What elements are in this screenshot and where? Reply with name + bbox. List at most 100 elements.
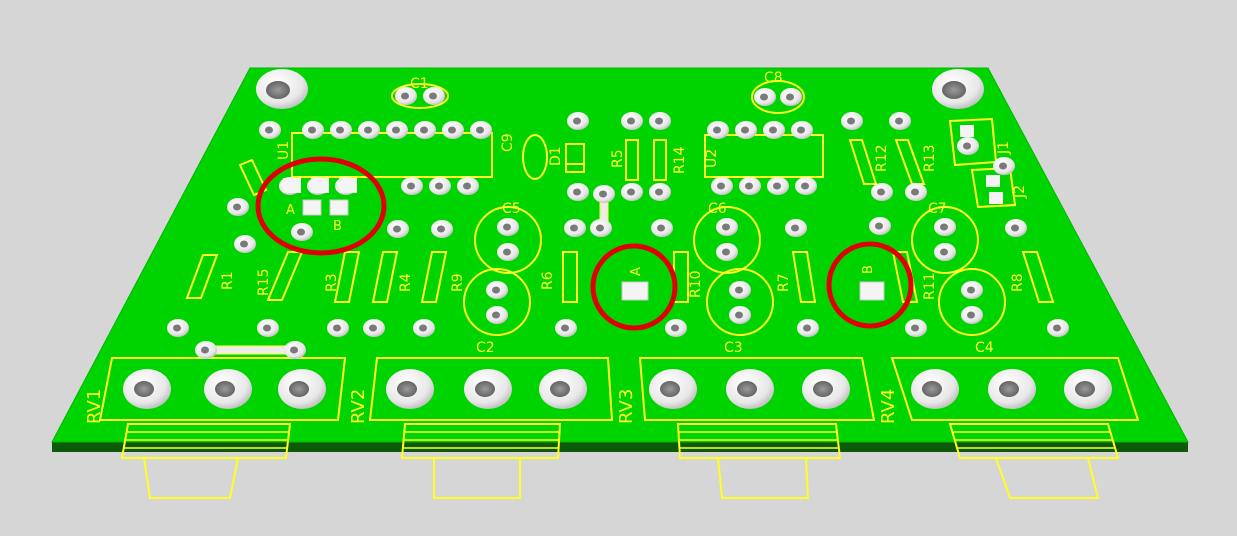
label-r10: R10: [688, 270, 704, 298]
label-r1: R1: [220, 271, 236, 290]
highlight-circles: [255, 156, 914, 331]
pad-hole: [735, 311, 743, 319]
pot-pad-hole: [660, 381, 680, 397]
pad-hole: [722, 248, 730, 256]
pad-hole: [240, 240, 248, 248]
silkscreen-outlines: [98, 80, 1140, 499]
pad-label-b-left: B: [333, 219, 342, 234]
pad-hole: [999, 162, 1007, 170]
label-c1: C1: [410, 76, 429, 92]
pot-labels: RV1 RV2 RV3 RV4: [84, 389, 899, 424]
label-rv1: RV1: [84, 389, 105, 424]
highlight-ab-left: [255, 156, 387, 256]
label-r3: R3: [324, 273, 340, 292]
pad-hole: [735, 286, 743, 294]
pad-hole: [967, 286, 975, 294]
pad-hole: [895, 117, 903, 125]
through-hole-pads: [167, 87, 1069, 359]
pad-hole: [940, 248, 948, 256]
pad-hole: [233, 203, 241, 211]
pad-hole: [420, 126, 428, 134]
pad-hole: [336, 126, 344, 134]
label-j1: J1: [996, 141, 1012, 155]
label-c3: C3: [724, 340, 743, 356]
pad-label-b-right: B: [861, 265, 876, 274]
pot-pad-hole: [289, 381, 309, 397]
pad-label-a-center: A: [629, 267, 644, 276]
pad-hole: [476, 126, 484, 134]
component-labels: C1 C8 C9 D1 R5 R14 U2 U1 R12 R13 J1 J2 C…: [220, 70, 1028, 356]
highlight-b-right: [826, 241, 914, 329]
label-j2: J2: [1012, 185, 1028, 199]
square-pad: [311, 178, 329, 193]
pot-shaft-ribs: [124, 431, 1115, 449]
pad-hole: [419, 324, 427, 332]
pad-hole: [963, 142, 971, 150]
label-rv4: RV4: [878, 389, 899, 424]
pad-hole: [570, 224, 578, 232]
pad-hole: [713, 126, 721, 134]
pad-hole: [791, 224, 799, 232]
pad-hole: [503, 223, 511, 231]
pad-hole: [741, 126, 749, 134]
pad-hole: [671, 324, 679, 332]
pad-hole: [877, 188, 885, 196]
pad-hole: [657, 224, 665, 232]
label-rv3: RV3: [616, 389, 637, 424]
pad-hole: [722, 223, 730, 231]
label-r6: R6: [540, 271, 556, 290]
label-r11: R11: [922, 272, 938, 300]
pot-pad-hole: [999, 381, 1019, 397]
pad-hole: [448, 126, 456, 134]
pot-pad-hole: [922, 381, 942, 397]
pad-hole: [745, 182, 753, 190]
pot-pad-hole: [475, 381, 495, 397]
label-c2: C2: [476, 340, 495, 356]
pad-hole: [911, 188, 919, 196]
pad-hole: [463, 182, 471, 190]
label-r13: R13: [922, 144, 938, 172]
square-pads: [302, 125, 1003, 301]
pad-hole: [173, 324, 181, 332]
pad-hole: [429, 92, 437, 100]
label-r7: R7: [776, 273, 792, 292]
pad-hole: [290, 346, 298, 354]
pad-hole: [847, 117, 855, 125]
mounting-holes: [256, 69, 984, 109]
pad-hole: [786, 93, 794, 101]
pad-hole: [803, 324, 811, 332]
square-pad: [283, 178, 301, 193]
label-c9: C9: [500, 133, 516, 152]
pad-hole: [655, 117, 663, 125]
pad-hole: [627, 117, 635, 125]
pad-hole: [801, 182, 809, 190]
pad-hole: [596, 224, 604, 232]
pot-pad-hole: [134, 381, 154, 397]
pad-hole: [717, 182, 725, 190]
label-u1: U1: [276, 141, 292, 160]
pad-hole: [263, 324, 271, 332]
label-r14: R14: [672, 146, 688, 174]
pad-hole: [1011, 224, 1019, 232]
pad-hole: [773, 182, 781, 190]
pad-hole: [573, 117, 581, 125]
label-c4: C4: [975, 340, 994, 356]
pad-label-a-left: A: [286, 203, 295, 218]
pad-hole: [393, 225, 401, 233]
potentiometer-pads: [123, 369, 1112, 409]
pad-hole: [599, 190, 607, 198]
pad-hole: [760, 93, 768, 101]
pad-hole: [561, 324, 569, 332]
pad-hole: [492, 286, 500, 294]
pad-hole: [1053, 324, 1061, 332]
pad-hole: [392, 126, 400, 134]
label-d1: D1: [548, 146, 564, 166]
pad-hole: [333, 324, 341, 332]
label-r5: R5: [610, 149, 626, 168]
label-c5: C5: [502, 201, 521, 217]
pad-hole: [797, 126, 805, 134]
pad-labels: A B A B: [286, 203, 876, 276]
pad-hole: [627, 188, 635, 196]
pot-pad-hole: [550, 381, 570, 397]
